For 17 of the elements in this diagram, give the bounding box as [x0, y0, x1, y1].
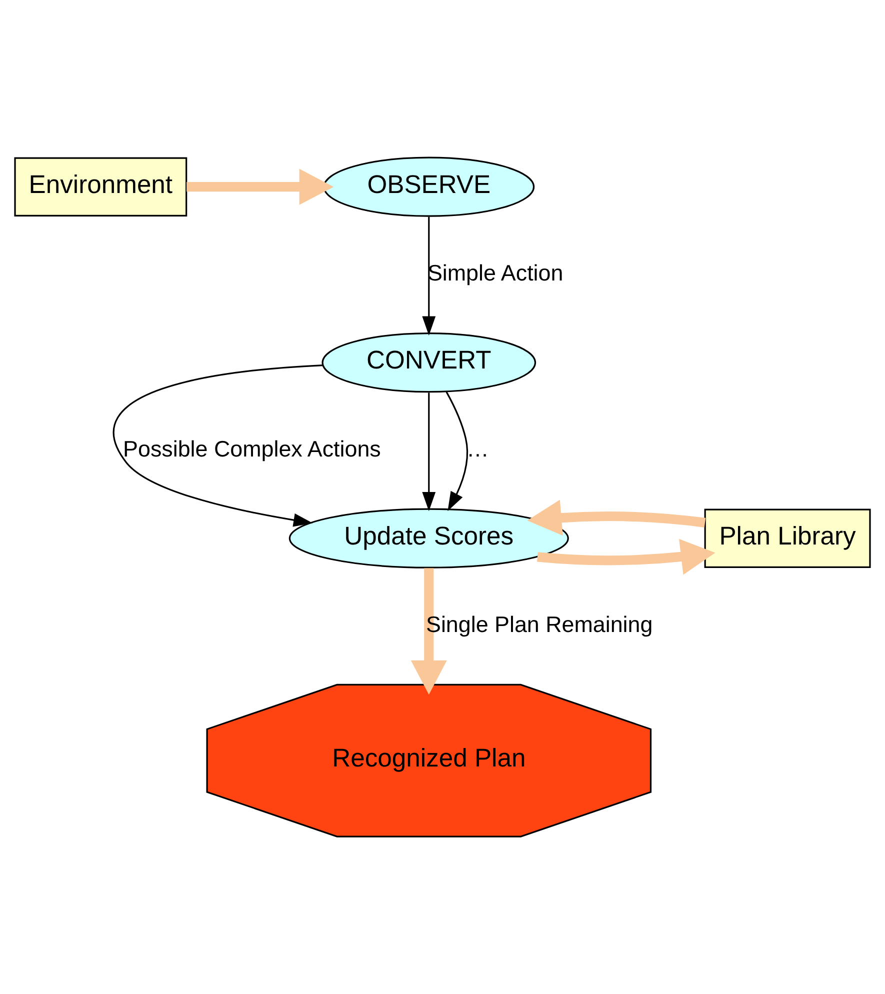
- edge-label: Simple Action: [427, 260, 564, 286]
- arrow: [422, 392, 436, 512]
- node-box: Environment: [14, 157, 188, 216]
- edge-label: …: [466, 436, 489, 462]
- edge-label: Single Plan Remaining: [426, 612, 653, 638]
- arrow: [527, 500, 706, 536]
- node-box: Plan Library: [704, 508, 871, 568]
- arrow: [537, 538, 716, 575]
- node-ellipse: Update Scores: [288, 508, 569, 568]
- arrow: [410, 568, 447, 695]
- node-ellipse: OBSERVE: [323, 156, 535, 217]
- arrow: [112, 364, 323, 527]
- arrow: [422, 216, 436, 336]
- arrow: [446, 392, 468, 512]
- edge-label: Possible Complex Actions: [123, 436, 381, 462]
- arrow: [186, 168, 334, 205]
- node-ellipse: CONVERT: [322, 332, 536, 393]
